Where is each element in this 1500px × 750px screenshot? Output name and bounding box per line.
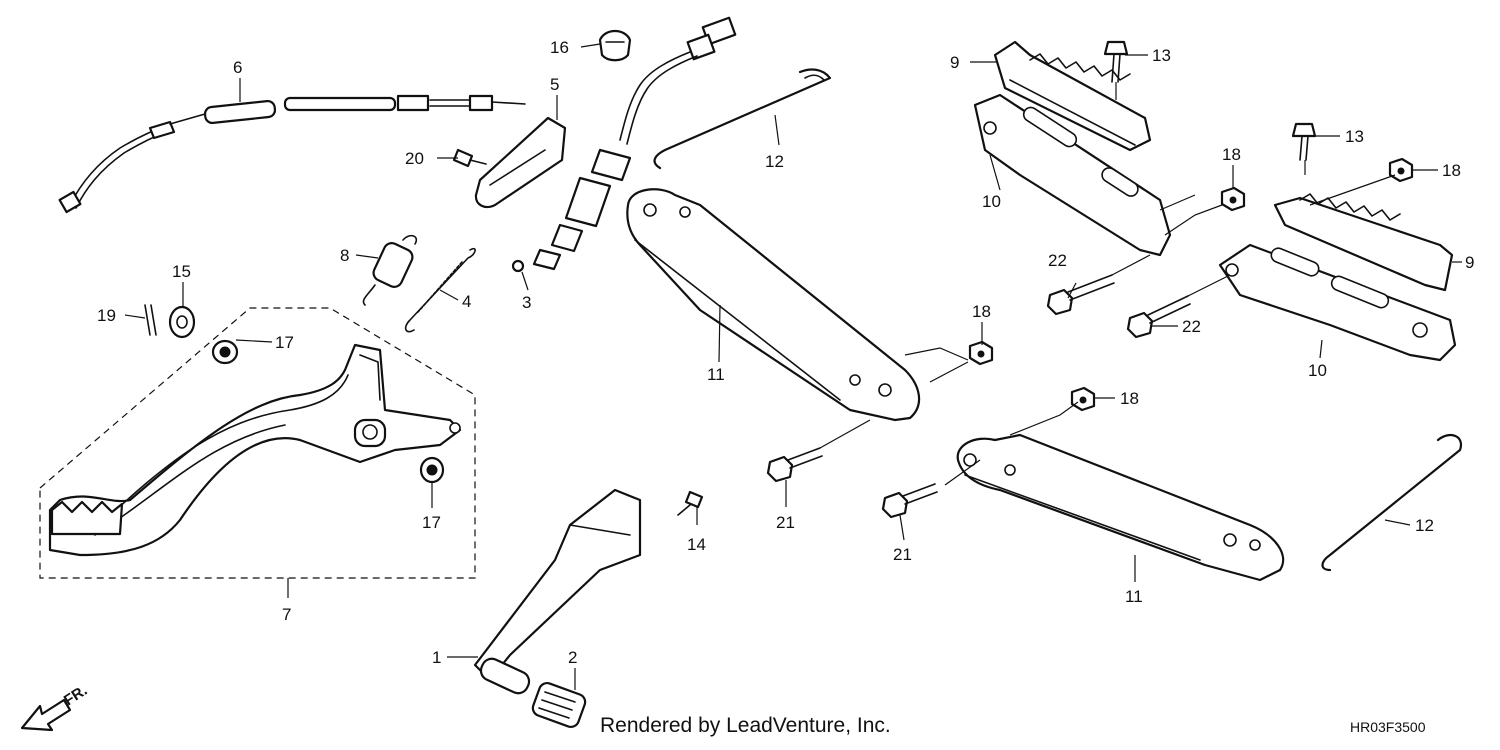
callout-15: 15 xyxy=(172,262,191,281)
callout-labels: 6 5 16 20 8 4 3 15 19 17 17 7 9 13 13 18… xyxy=(97,38,1474,667)
callout-13-top: 13 xyxy=(1152,46,1171,65)
brake-spring-a xyxy=(362,234,418,306)
nut-18-d xyxy=(1070,386,1096,412)
callout-12-top: 12 xyxy=(765,152,784,171)
callout-18-a: 18 xyxy=(1222,145,1241,164)
callout-9-lower: 9 xyxy=(1465,253,1474,272)
pedal-rubber xyxy=(531,681,587,729)
callout-leaders xyxy=(124,43,1462,690)
bolt-14 xyxy=(677,490,704,516)
callout-21-b: 21 xyxy=(893,545,912,564)
switch-cover xyxy=(474,116,567,209)
brake-cable xyxy=(58,94,526,214)
bolt-13-lower xyxy=(1291,122,1317,161)
footpeg-arm-upper xyxy=(626,188,921,422)
front-direction-arrow: FR. xyxy=(20,682,90,732)
callout-1: 1 xyxy=(432,648,441,667)
bolt-21-b xyxy=(881,483,938,519)
assembly-boundary xyxy=(39,307,476,579)
callout-10-top: 10 xyxy=(982,192,1001,211)
callout-21-a: 21 xyxy=(776,513,795,532)
nut-18-c xyxy=(968,340,994,366)
callout-22-a: 22 xyxy=(1048,251,1067,270)
callout-7: 7 xyxy=(282,605,291,624)
rod-lower xyxy=(1321,433,1463,572)
bolt-21-a xyxy=(766,447,823,483)
nut-18-a xyxy=(1220,186,1246,212)
callout-14: 14 xyxy=(687,535,706,554)
callout-19: 19 xyxy=(97,306,116,325)
brake-light-switch xyxy=(511,16,737,273)
bushing-b xyxy=(419,456,445,484)
callout-9-top: 9 xyxy=(950,53,959,72)
callout-3: 3 xyxy=(522,293,531,312)
brake-pedal-assembly xyxy=(48,343,462,557)
bolt-22-b xyxy=(1126,295,1191,339)
screw xyxy=(452,148,487,168)
callout-5: 5 xyxy=(550,75,559,94)
bushing-a xyxy=(211,339,239,365)
callout-18-c: 18 xyxy=(972,302,991,321)
callout-18-b: 18 xyxy=(1442,161,1461,180)
drawing-code: HR03F3500 xyxy=(1350,719,1426,735)
callout-13-lower: 13 xyxy=(1345,127,1364,146)
footpeg-bracket-upper xyxy=(973,93,1172,257)
callout-22-b: 22 xyxy=(1182,317,1201,336)
cotter-pin xyxy=(144,304,157,336)
callout-2: 2 xyxy=(568,648,577,667)
callout-18-d: 18 xyxy=(1120,389,1139,408)
footpeg-arm-lower xyxy=(956,433,1285,582)
callout-11-top: 11 xyxy=(707,365,725,384)
bolt-22-a xyxy=(1046,274,1115,316)
brake-spring-b xyxy=(404,247,476,333)
callout-8: 8 xyxy=(340,246,349,265)
nut-18-b xyxy=(1388,157,1414,183)
callout-10-lower: 10 xyxy=(1308,361,1327,380)
footpeg-upper xyxy=(993,40,1152,152)
cable-clip xyxy=(598,29,632,62)
callout-20: 20 xyxy=(405,149,424,168)
assembly-guides xyxy=(819,82,1396,486)
washer xyxy=(168,305,196,339)
callout-12-lower: 12 xyxy=(1415,516,1434,535)
rod-upper xyxy=(653,68,832,170)
render-credit: Rendered by LeadVenture, Inc. xyxy=(600,714,891,737)
callout-17-top: 17 xyxy=(275,333,294,352)
callout-11-lower: 11 xyxy=(1125,587,1143,606)
callout-16: 16 xyxy=(550,38,569,57)
callout-6: 6 xyxy=(233,58,242,77)
callout-4: 4 xyxy=(462,292,471,311)
bolt-13-upper xyxy=(1103,40,1129,83)
pedal-arm xyxy=(473,488,642,695)
footpeg-bracket-lower xyxy=(1218,243,1457,362)
callout-17-bottom: 17 xyxy=(422,513,441,532)
